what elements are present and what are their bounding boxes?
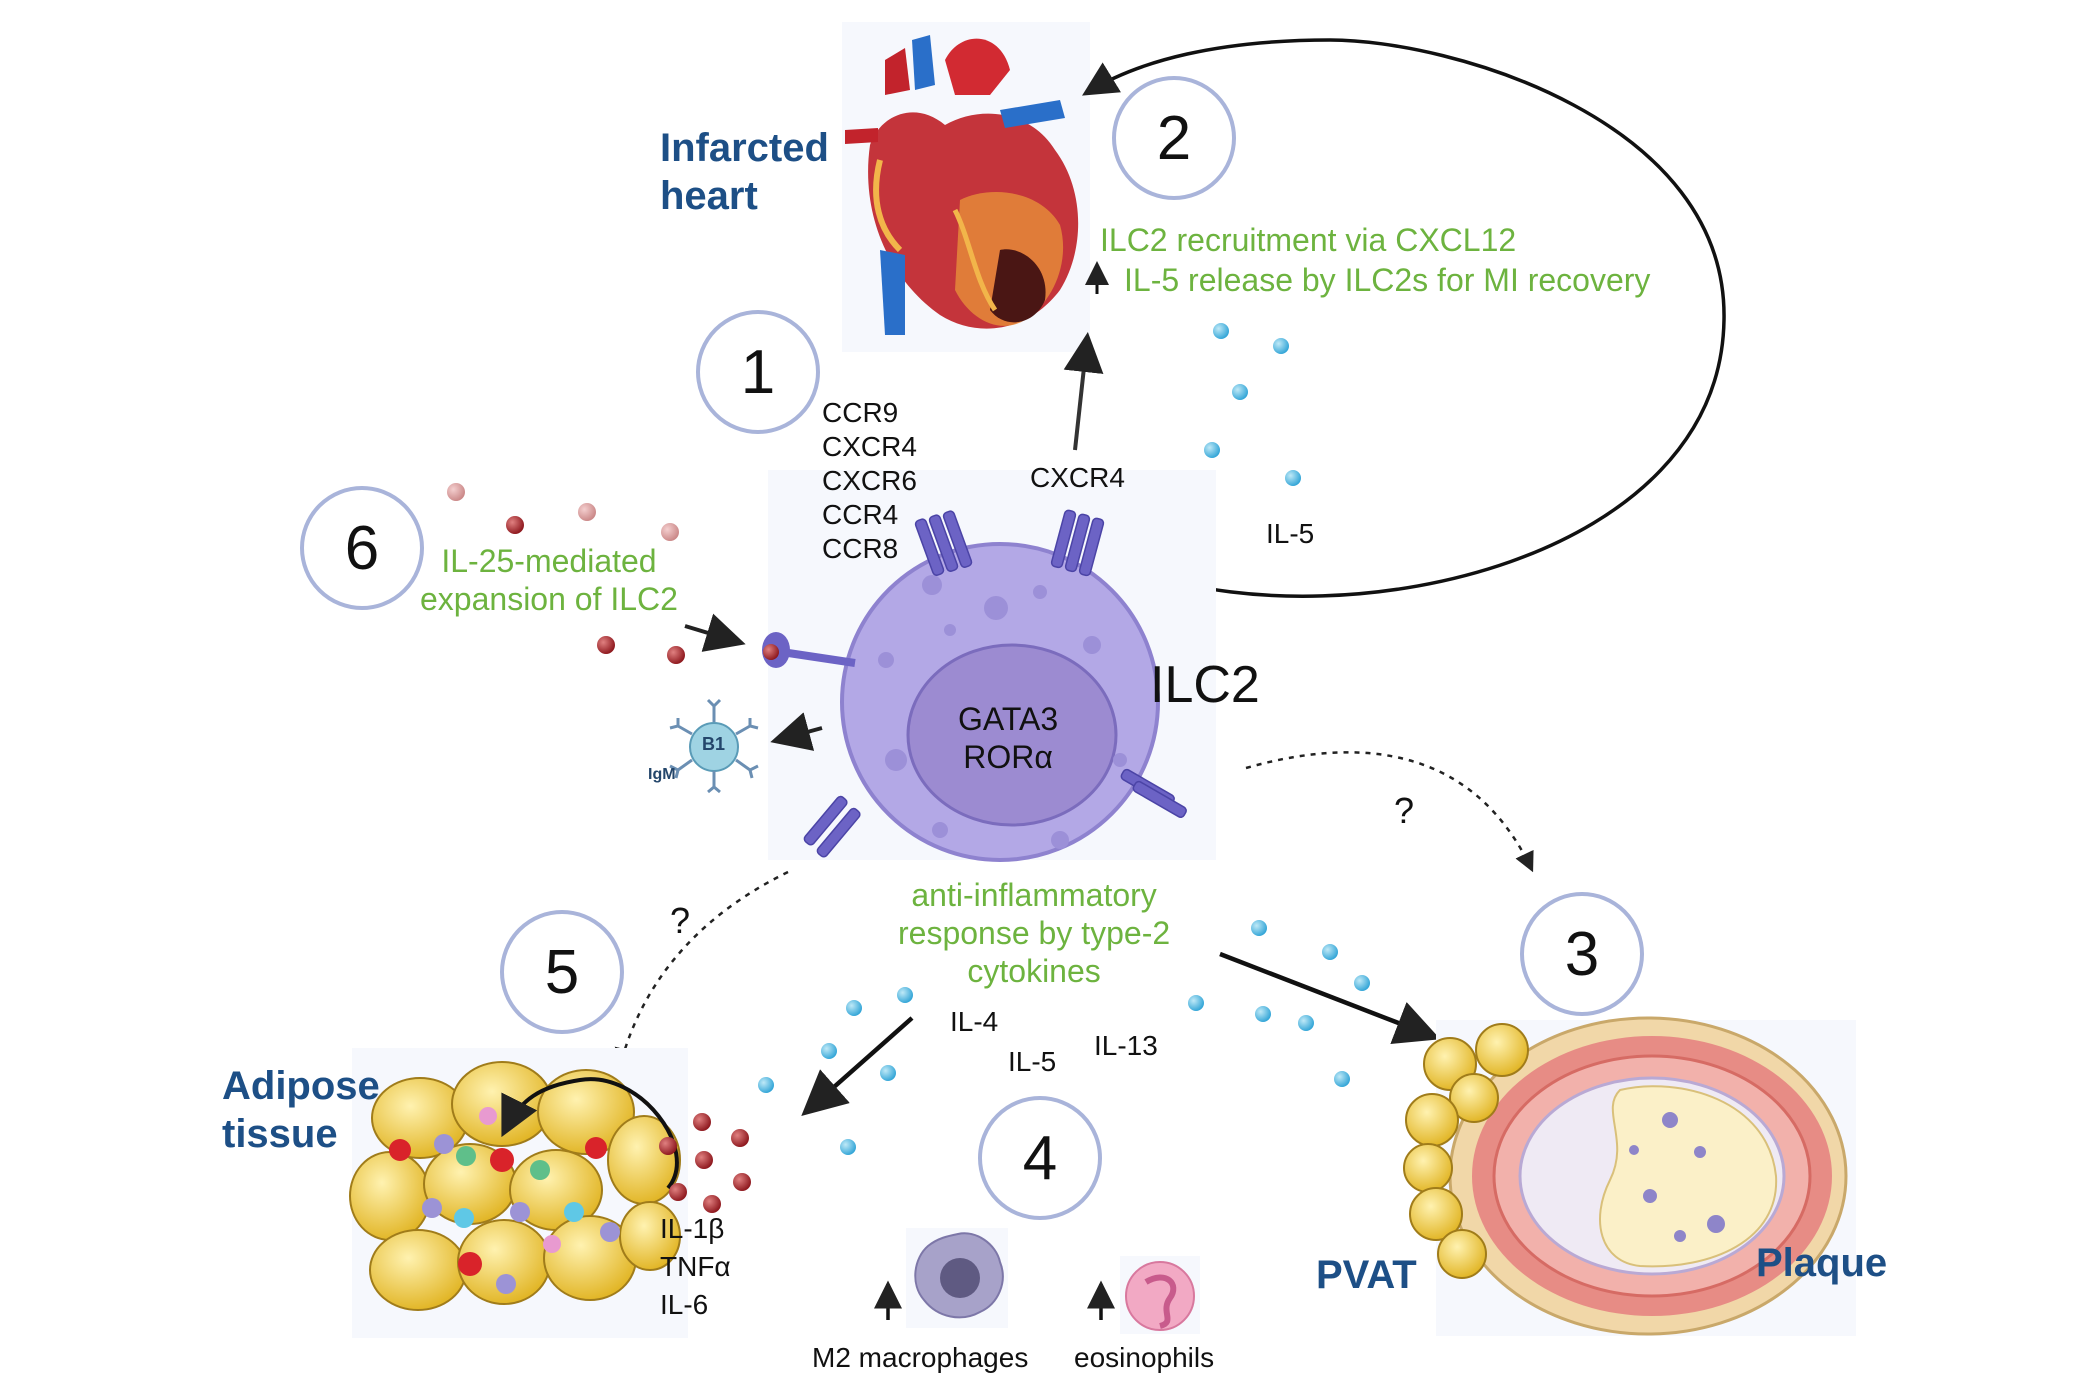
b1-cell [669,698,759,794]
step-2-number: 2 [1156,103,1192,173]
inflammatory-cytokine-dots [659,1113,751,1213]
il5-bottom-label: IL-5 [1008,1046,1057,1077]
adipose-cytokine-list: IL-1β TNFα IL-6 [660,1213,731,1320]
il5-top-label: IL-5 [1266,518,1315,549]
il25-expansion-text: IL-25-mediated expansion of ILC2 [420,543,678,617]
step-3-number: 3 [1564,919,1600,989]
b1-label: B1 [702,734,726,754]
step-6-circle: 6 [300,486,424,610]
arrow-to-plaque [1219,951,1441,1044]
dashed-arrow-to-plaque [1245,751,1534,873]
step-5-number: 5 [544,937,580,1007]
type2-cytokine-dots [758,920,1370,1155]
question-mark-adipose: ? [670,900,691,941]
loop-arrow [1082,38,1726,598]
adipose-tissue-title: Adipose tissue [222,1064,380,1156]
step-5-circle: 5 [500,910,624,1034]
m2-macrophage-illustration [906,1228,1008,1328]
m2-macrophages-label: M2 macrophages [812,1342,1029,1373]
step-2-circle: 2 [1112,76,1236,200]
dashed-arrow-to-adipose [614,870,789,1069]
step-1-number: 1 [740,337,776,407]
step-4-circle: 4 [978,1096,1102,1220]
il5-dots-top [1188,323,1301,550]
step-1-circle: 1 [696,310,820,434]
il4-label: IL-4 [950,1006,999,1037]
ilc2-cell [762,470,1216,862]
adipose-tissue-illustration [349,1048,688,1338]
ilc2-recruitment-text: ILC2 recruitment via CXCL12 [1100,222,1517,258]
step-4-number: 4 [1022,1123,1058,1193]
ilc2-receptor-list: CCR9 CXCR4 CXCR6 CCR4 CCR8 [822,397,917,564]
infarcted-heart-illustration [842,22,1090,352]
il5-release-text: IL-5 release by ILC2s for MI recovery [1124,262,1651,298]
plaque-label: Plaque [1756,1241,1888,1285]
cxcr4-label: CXCR4 [1030,462,1125,493]
infarcted-heart-title: Infarcted heart [660,126,829,218]
artery-plaque-illustration [1403,1016,1856,1336]
step-6-number: 6 [344,513,380,583]
il25-arrow [684,613,746,652]
ilc2-nucleus-text: GATA3 RORα [958,701,1059,775]
il25-dots [447,483,685,664]
il13-label: IL-13 [1094,1030,1158,1061]
step-3-circle: 3 [1520,892,1644,1016]
question-mark-plaque: ? [1394,790,1415,831]
eosinophil-illustration [1120,1256,1200,1334]
ilc2-to-b1-arrow [770,712,823,751]
pvat-label: PVAT [1316,1253,1417,1297]
eosinophils-label: eosinophils [1074,1342,1215,1373]
igm-label: IgM [648,766,676,783]
arrow-to-adipose [801,1016,914,1116]
cxcr4-to-heart-arrow [1063,332,1104,451]
anti-inflammatory-text: anti-inflammatory response by type-2 cyt… [898,877,1171,989]
ilc2-title: ILC2 [1150,656,1260,714]
